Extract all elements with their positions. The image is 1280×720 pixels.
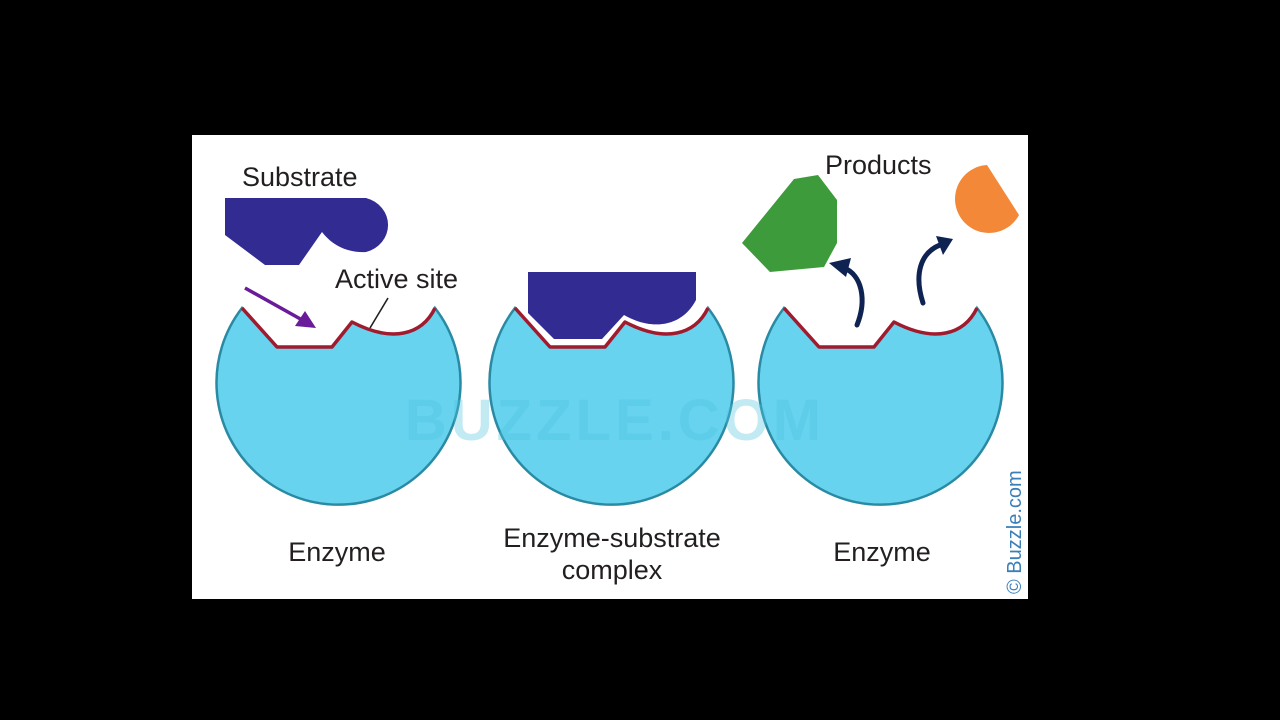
release-arrow-right [916, 236, 953, 306]
product-orange-shape [955, 165, 1019, 233]
product-green-shape [742, 175, 837, 272]
active-site-arrow [244, 286, 316, 328]
release-arrow-left [829, 258, 865, 328]
active-site-middle [513, 306, 710, 349]
active-site-left [240, 306, 437, 349]
bound-substrate [528, 272, 696, 339]
enzyme-substrate-diagram: BUZZLE.COM Substrate Active site Product… [215, 150, 1026, 594]
active-site-label: Active site [335, 264, 458, 294]
diagram-panel: BUZZLE.COM Substrate Active site Product… [192, 135, 1028, 599]
complex-label-line1: Enzyme-substrate [503, 523, 721, 553]
active-site-leader [369, 297, 389, 329]
enzyme-middle [488, 272, 735, 506]
watermark-text: BUZZLE.COM [405, 388, 825, 453]
complex-label-line2: complex [562, 555, 663, 585]
substrate-shape [225, 198, 389, 265]
products-label: Products [825, 150, 932, 180]
enzyme-left [215, 305, 462, 506]
active-site-right [782, 306, 979, 349]
enzyme-right [757, 305, 1004, 506]
enzyme-right-label: Enzyme [833, 537, 931, 567]
substrate-label: Substrate [242, 162, 358, 192]
enzyme-left-label: Enzyme [288, 537, 386, 567]
credit-text: © Buzzle.com [1004, 470, 1026, 594]
